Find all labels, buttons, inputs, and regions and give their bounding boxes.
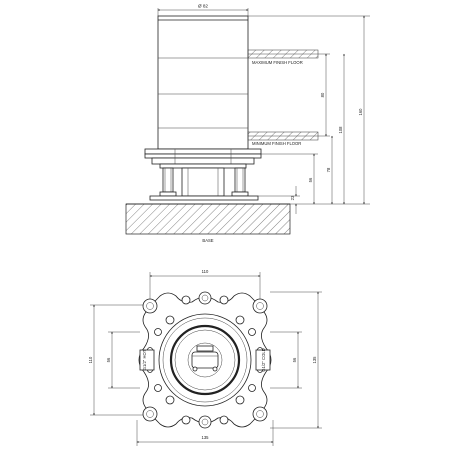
hot-label: G1/2" HOT [142,349,147,370]
diameter-label: Ø 82 [198,4,208,9]
dim-56: 56 [308,177,313,182]
dim-108: 108 [338,126,343,134]
top-width-dimension: 110 [149,269,261,300]
dim-160: 160 [358,108,363,116]
hot-inlet: G1/2" HOT [139,349,155,371]
dim-110-left: 110 [88,356,93,363]
max-floor-label: MAXIMUM FINISH FLOOR [252,60,303,65]
flange-assembly [144,148,262,201]
min-floor-label: MINIMUM FINISH FLOOR [252,141,301,146]
top-view: 110 135 110 56 56 [88,269,322,446]
dim-78: 78 [326,167,331,172]
dim-135-right: 135 [312,356,317,364]
dim-56-left: 56 [106,357,111,362]
side-view: Ø 82 MAXIMUM FINISH FLOOR MINIMUM FINISH… [125,4,370,243]
bottom-width-dimension: 135 [136,420,274,446]
diameter-dimension: Ø 82 [157,4,249,16]
cold-label: G1/2" COLD [261,348,266,371]
right-height-dimensions: 56 135 [270,291,322,429]
cold-inlet: G1/2" COLD [255,348,271,372]
side-vertical-dimensions: 80 108 160 78 56 23 [248,15,370,214]
base-label: BASE [202,238,213,243]
cylinder-body [157,15,249,150]
dim-80: 80 [320,92,325,97]
left-height-dimensions: 110 56 [88,304,150,416]
dim-110-top: 110 [202,269,209,274]
base-block: BASE [125,203,291,243]
dim-135-bottom: 135 [202,435,210,440]
max-finish-floor: MAXIMUM FINISH FLOOR [247,49,319,65]
dim-23: 23 [290,195,295,200]
min-finish-floor: MINIMUM FINISH FLOOR [247,131,319,146]
central-housing [158,313,252,407]
dim-56-right: 56 [292,357,297,362]
